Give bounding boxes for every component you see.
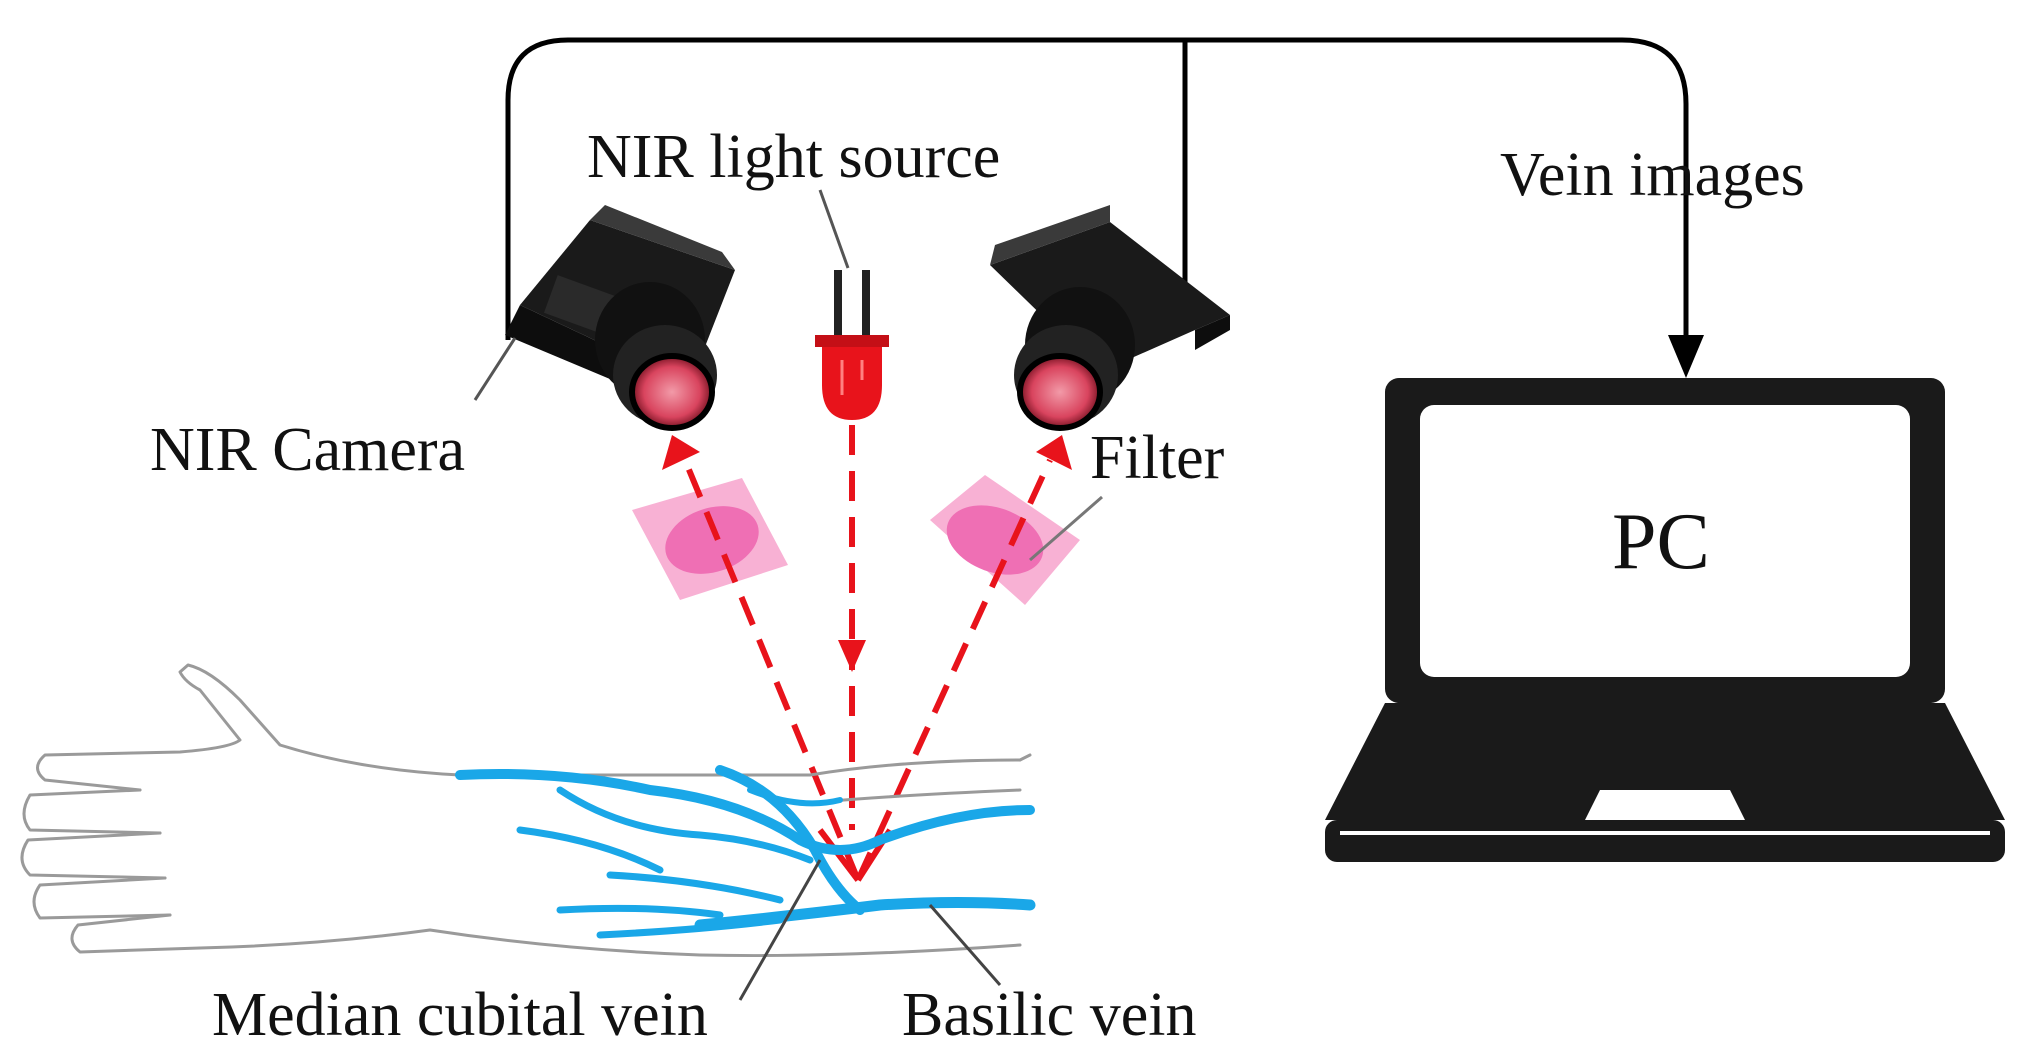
light-source-leader <box>818 189 850 269</box>
label-vein-images: Vein images <box>1500 141 1805 209</box>
led-icon <box>815 270 889 420</box>
beam-skin-to-right-camera <box>855 458 1053 882</box>
label-basilic-vein: Basilic vein <box>902 981 1196 1049</box>
left-filter <box>632 478 788 600</box>
basilic-leader <box>928 904 1002 986</box>
pc-laptop <box>1325 378 2005 862</box>
nir-camera-icon <box>990 205 1230 431</box>
label-nir-camera: NIR Camera <box>150 416 465 484</box>
nir-light-source <box>815 189 889 420</box>
vein-images-arrow-head <box>1668 335 1704 378</box>
label-filter: Filter <box>1090 424 1225 492</box>
beam-arrow-down <box>838 640 866 672</box>
beam-arrow-left-camera <box>662 435 700 470</box>
filter-leader <box>1029 495 1103 562</box>
median-cubital-leader <box>738 859 822 1001</box>
nir-camera-icon <box>505 205 735 431</box>
label-nir-light-source: NIR light source <box>587 123 1000 191</box>
nir-camera-leader <box>473 337 517 401</box>
cephalic-branch <box>455 769 1035 855</box>
laptop-icon <box>1325 378 2005 862</box>
label-median-cubital-vein: Median cubital vein <box>212 981 708 1049</box>
median-cubital-vein-path <box>715 765 865 915</box>
forearm-hand-illustration <box>20 663 1032 958</box>
left-nir-camera <box>473 205 735 431</box>
right-nir-camera <box>990 205 1230 431</box>
wiring <box>505 37 1689 340</box>
label-pc: PC <box>1612 498 1710 586</box>
beam-arrow-right-camera <box>1036 435 1072 470</box>
beam-skin-to-left-camera <box>682 458 861 882</box>
left-camera-wire <box>505 37 1689 340</box>
veins <box>455 765 1036 939</box>
basilic-vein-path <box>694 897 1036 931</box>
